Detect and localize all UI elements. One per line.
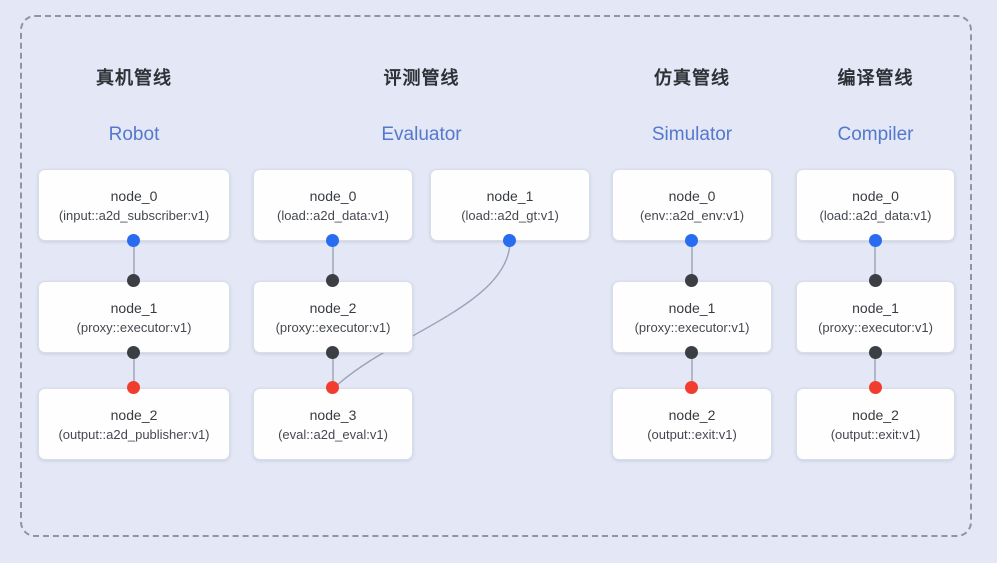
pipeline-title-zh: 评测管线: [383, 68, 460, 88]
node-type: (load::a2d_gt:v1): [461, 207, 559, 223]
output-port-dot: [685, 234, 698, 247]
node-name: node_1: [486, 187, 534, 204]
sink-port-dot: [685, 381, 698, 394]
output-port-dot: [503, 234, 516, 247]
node-name: node_2: [668, 406, 716, 423]
node-type: (output::a2d_publisher:v1): [58, 426, 210, 442]
node-name: node_1: [668, 299, 716, 316]
node-type: (proxy::executor:v1): [275, 319, 391, 335]
node-box: node_3 (eval::a2d_eval:v1): [253, 388, 413, 460]
input-port-dot: [685, 274, 698, 287]
node-type: (load::a2d_data:v1): [819, 207, 932, 223]
node-name: node_1: [852, 299, 899, 316]
node-type: (output::exit:v1): [830, 426, 921, 442]
node-name: node_0: [110, 187, 158, 204]
pipeline-title-en: Robot: [108, 124, 160, 145]
node-name: node_1: [110, 299, 158, 316]
pipeline-title-zh: 编译管线: [837, 68, 914, 88]
output-port-dot: [869, 234, 882, 247]
node-box: node_2 (output::exit:v1): [796, 388, 955, 460]
node-type: (proxy::executor:v1): [634, 319, 750, 335]
input-port-dot: [326, 274, 339, 287]
node-box: node_0 (env::a2d_env:v1): [612, 169, 772, 241]
node-type: (load::a2d_data:v1): [276, 207, 390, 223]
node-box: node_2 (proxy::executor:v1): [253, 281, 413, 353]
output-port-dot: [127, 346, 140, 359]
gt-connector-curve: [333, 240, 511, 389]
pipeline-title-en: Evaluator: [381, 124, 462, 145]
node-type: (proxy::executor:v1): [818, 319, 933, 335]
sink-port-dot: [326, 381, 339, 394]
node-name: node_0: [309, 187, 357, 204]
output-port-dot: [326, 346, 339, 359]
pipeline-title-zh: 真机管线: [96, 68, 172, 88]
node-box: node_0 (input::a2d_subscriber:v1): [38, 169, 230, 241]
node-name: node_0: [852, 187, 899, 204]
node-box: node_0 (load::a2d_data:v1): [796, 169, 955, 241]
node-type: (eval::a2d_eval:v1): [278, 426, 388, 442]
output-port-dot: [869, 346, 882, 359]
node-type: (input::a2d_subscriber:v1): [58, 207, 210, 223]
sink-port-dot: [869, 381, 882, 394]
node-box: node_1 (proxy::executor:v1): [38, 281, 230, 353]
node-name: node_3: [309, 406, 357, 423]
node-box: node_2 (output::a2d_publisher:v1): [38, 388, 230, 460]
node-box: node_2 (output::exit:v1): [612, 388, 772, 460]
input-port-dot: [869, 274, 882, 287]
node-name: node_0: [668, 187, 716, 204]
output-port-dot: [127, 234, 140, 247]
dashed-frame: [20, 15, 972, 537]
node-box: node_0 (load::a2d_data:v1): [253, 169, 413, 241]
node-box: node_1 (proxy::executor:v1): [796, 281, 955, 353]
input-port-dot: [127, 274, 140, 287]
sink-port-dot: [127, 381, 140, 394]
output-port-dot: [326, 234, 339, 247]
node-box: node_1 (load::a2d_gt:v1): [430, 169, 590, 241]
output-port-dot: [685, 346, 698, 359]
node-name: node_2: [309, 299, 357, 316]
node-type: (output::exit:v1): [647, 426, 737, 442]
pipeline-title-zh: 仿真管线: [654, 68, 730, 88]
node-type: (proxy::executor:v1): [76, 319, 192, 335]
pipeline-title-en: Simulator: [651, 124, 733, 145]
node-type: (env::a2d_env:v1): [639, 207, 745, 223]
node-name: node_2: [110, 406, 158, 423]
node-name: node_2: [852, 406, 899, 423]
pipeline-title-en: Compiler: [837, 124, 914, 145]
node-box: node_1 (proxy::executor:v1): [612, 281, 772, 353]
